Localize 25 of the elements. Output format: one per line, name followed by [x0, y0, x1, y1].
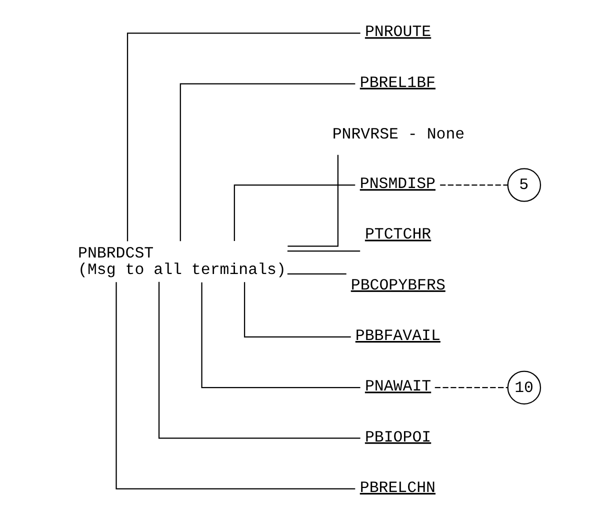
node-text: PBBFAVAIL [354, 326, 440, 345]
node-text: PBCOPYBFRS [350, 276, 445, 294]
connector [434, 387, 508, 388]
node-text: PNBRDCST (Msg to all terminals) [78, 244, 286, 280]
node-circle: 10 [506, 370, 541, 404]
node-text: PNRVRSE - None [332, 126, 464, 144]
connector [115, 282, 355, 490]
connector [286, 273, 346, 274]
connector [243, 282, 350, 338]
node-text: PBIOPOI [364, 428, 431, 446]
connector [126, 32, 360, 242]
connector [200, 282, 360, 388]
node-text: PNSMDISP [359, 175, 436, 194]
connector [440, 184, 508, 186]
connector [286, 250, 360, 252]
node-text: PNAWAIT [364, 378, 431, 396]
connector [158, 282, 360, 439]
node-text: PNROUTE [364, 23, 431, 42]
connector [179, 83, 355, 242]
connector [233, 184, 355, 242]
connector [287, 154, 338, 247]
node-text: PBREL1BF [359, 74, 436, 92]
node-text: PBRELCHN [359, 478, 436, 497]
node-circle: 5 [506, 168, 541, 202]
node-text: PTCTCHR [364, 226, 431, 244]
